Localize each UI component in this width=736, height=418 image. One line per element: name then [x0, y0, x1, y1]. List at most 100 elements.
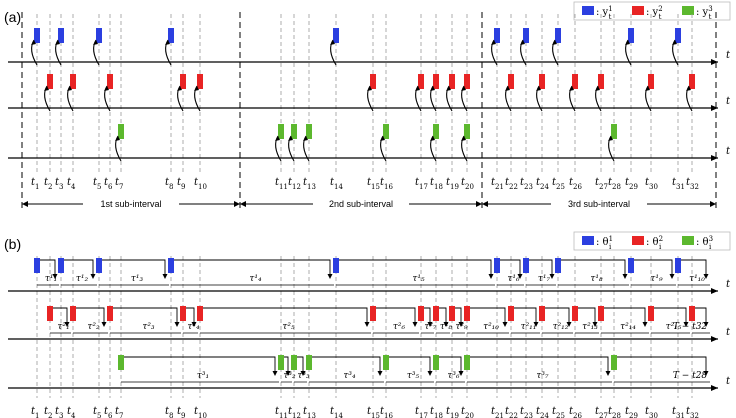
obs-marker-y3 [291, 124, 297, 139]
gap-bracket-arrow [300, 371, 306, 376]
gap-bracket-arrow [443, 322, 449, 327]
obs-marker-y2 [598, 74, 604, 89]
theta-marker-y2 [539, 306, 545, 321]
tick-t21: t21 [491, 406, 504, 418]
gap-bracket [297, 356, 304, 374]
theta-marker-y1 [333, 258, 339, 273]
axis-label: t [726, 327, 731, 338]
tick-t14: t14 [330, 406, 343, 418]
gap-bracket-arrow [90, 274, 96, 279]
obs-curve-arrow [569, 86, 574, 91]
gap-bracket-arrow [427, 322, 433, 327]
obs-marker-y1 [494, 28, 500, 43]
tick-t5: t5 [93, 406, 102, 418]
tick-t15: t15 [367, 177, 380, 191]
obs-curve-arrow [330, 40, 335, 45]
tick-t23: t23 [520, 177, 533, 191]
tau-label-y3: τ³₇ [536, 371, 549, 381]
gap-bracket [617, 356, 707, 374]
tick-t24: t24 [536, 406, 549, 418]
tau-label-y2: τ²₁₅ [666, 322, 682, 332]
gap-bracket [312, 356, 381, 374]
tick-t21: t21 [491, 177, 504, 191]
gap-bracket [681, 259, 707, 277]
tau-label-y1: τ¹₁ [45, 274, 57, 284]
tick-t6: t6 [104, 177, 113, 191]
gap-bracket-arrow [517, 274, 523, 279]
gap-bracket [500, 259, 521, 277]
tau-label-y2: τ²₁₁ [521, 322, 537, 332]
tau-label-y1: τ¹₆ [507, 274, 520, 284]
legend-swatch [682, 6, 694, 15]
obs-curve-arrow [67, 86, 72, 91]
tau-label-y2: τ²₃ [142, 322, 155, 332]
obs-curve-arrow [367, 86, 372, 91]
tick-t22: t22 [505, 406, 518, 418]
theta-marker-y1 [58, 258, 64, 273]
theta-marker-y3 [464, 355, 470, 370]
tick-t25: t25 [552, 177, 565, 191]
tick-t2: t2 [44, 177, 53, 191]
theta-marker-y2 [180, 306, 186, 321]
gap-bracket [578, 307, 596, 325]
tau-label-y2: τ²₄ [187, 322, 200, 332]
gap-bracket-arrow [52, 274, 58, 279]
obs-marker-y2 [464, 74, 470, 89]
gap-bracket-arrow [622, 274, 628, 279]
tick-t4: t4 [67, 406, 76, 418]
gap-bracket [634, 259, 673, 277]
subinterval-label-1: 1st sub-interval [100, 199, 161, 209]
obs-curve-arrow [536, 86, 541, 91]
tick-t17: t17 [415, 406, 428, 418]
obs-curve-arrow [461, 86, 466, 91]
tick-t24: t24 [536, 177, 549, 191]
axis-label: t [726, 146, 731, 157]
tau-label-y2: τ²₁ [57, 322, 69, 332]
subinterval-label-3: 3rd sub-interval [568, 199, 630, 209]
obs-curve-arrow [430, 136, 435, 141]
tick-t26: t26 [569, 406, 582, 418]
tick-t5: t5 [93, 177, 102, 191]
tick-t30: t30 [645, 177, 658, 191]
obs-marker-y3 [306, 124, 312, 139]
panel-label-a: (a) [4, 9, 21, 25]
gap-bracket [64, 259, 94, 277]
obs-marker-y2 [508, 74, 514, 89]
axis-arrowhead [711, 385, 718, 391]
obs-curve-arrow [520, 40, 525, 45]
gap-bracket-arrow [703, 371, 709, 376]
theta-marker-y2 [572, 306, 578, 321]
theta-marker-y1 [555, 258, 561, 273]
panel-label-b: (b) [4, 236, 21, 252]
gap-bracket [695, 307, 707, 325]
gap-bracket [284, 356, 289, 374]
theta-marker-y2 [370, 306, 376, 321]
gap-bracket [76, 307, 105, 325]
tau-label-y1: τ¹₂ [76, 274, 89, 284]
gap-bracket-arrow [566, 322, 572, 327]
tick-t12: t12 [288, 406, 301, 418]
obs-marker-y2 [180, 74, 186, 89]
gap-bracket-arrow [327, 274, 333, 279]
gap-bracket-arrow [285, 371, 291, 376]
gap-bracket-arrow [642, 322, 648, 327]
gap-bracket [174, 259, 331, 277]
obs-marker-y2 [449, 74, 455, 89]
tick-t20: t20 [461, 177, 474, 191]
tick-t14: t14 [330, 177, 343, 191]
tick-t3: t3 [55, 177, 64, 191]
tau-label-y2: τ²₇ [424, 322, 437, 332]
obs-marker-y1 [96, 28, 102, 43]
tick-t25: t25 [552, 406, 565, 418]
obs-curve-arrow [505, 86, 510, 91]
tick-t9: t9 [177, 406, 186, 418]
tau-label-y1: τ¹₈ [590, 274, 603, 284]
theta-marker-y1 [494, 258, 500, 273]
tau-label-y1: τ¹₅ [412, 274, 425, 284]
end-gap-label: T − t32 [673, 322, 708, 332]
obs-curve-arrow [165, 40, 170, 45]
tick-t1: t1 [31, 177, 40, 191]
theta-marker-y2 [70, 306, 76, 321]
